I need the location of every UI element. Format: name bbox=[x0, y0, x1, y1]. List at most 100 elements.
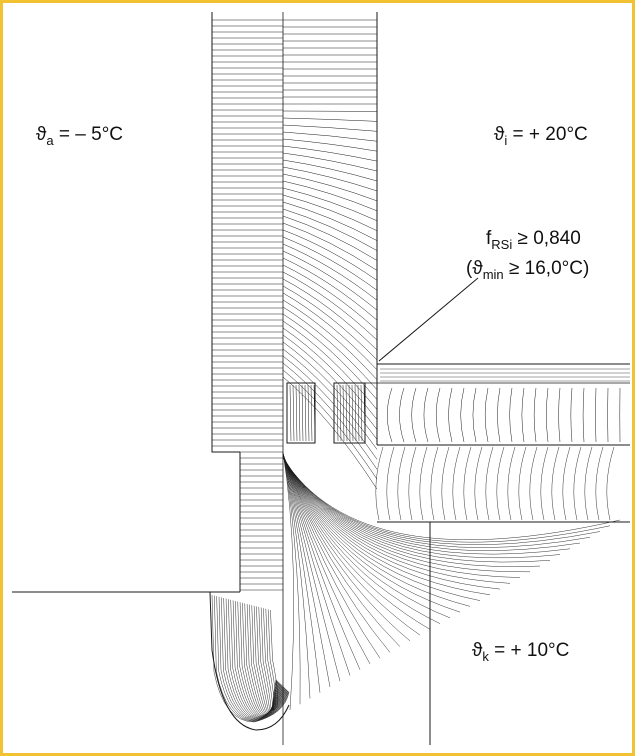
insulation-hatch-right bbox=[354, 384, 357, 442]
slab-under-isotherm bbox=[441, 446, 450, 521]
upper-wall-isotherm bbox=[282, 327, 378, 420]
slab-under-isotherm bbox=[452, 446, 461, 521]
heat-flow-line bbox=[282, 453, 401, 647]
upper-wall-isotherm bbox=[282, 117, 378, 122]
slab-isotherm bbox=[386, 387, 393, 443]
lower-wall-outline bbox=[12, 452, 431, 745]
heat-flow-line bbox=[282, 455, 501, 590]
foundation-isotherm bbox=[258, 606, 279, 713]
upper-wall-isotherm bbox=[282, 201, 378, 241]
slab-outline bbox=[376, 363, 630, 523]
insulation-hatch-right bbox=[339, 384, 342, 442]
slab-under-isotherm bbox=[507, 446, 516, 521]
upper-wall-isotherm bbox=[282, 208, 378, 251]
upper-wall-isotherm bbox=[282, 292, 378, 371]
slab-isotherm bbox=[399, 387, 405, 443]
outside-temp-label: ϑa = – 5°C bbox=[36, 124, 123, 148]
slab-isotherm bbox=[570, 387, 573, 443]
frsi-value-label: fRSi ≥ 0,840 bbox=[486, 228, 581, 252]
insulation-hatch-left bbox=[295, 384, 298, 442]
ceiling-slab-isotherms bbox=[289, 368, 630, 443]
upper-wall-isotherm bbox=[282, 306, 378, 390]
slab-under-isotherm bbox=[529, 446, 538, 521]
slab-isotherm bbox=[509, 387, 513, 443]
upper-wall-isotherm bbox=[282, 222, 378, 271]
foundation-isotherm bbox=[239, 602, 283, 717]
heat-flow-line bbox=[282, 454, 451, 619]
insulation-box-left bbox=[286, 382, 316, 444]
slab-under-isotherm bbox=[375, 446, 384, 521]
heat-flow-line bbox=[282, 455, 471, 607]
insulation-hatch-left bbox=[307, 384, 310, 442]
slab-isotherm bbox=[472, 387, 477, 443]
heat-flow-line bbox=[282, 451, 294, 711]
heat-flow-line bbox=[282, 455, 481, 601]
min-temp-label: (ϑmin ≥ 16,0°C) bbox=[466, 258, 589, 282]
insulation-hatch-right bbox=[342, 384, 345, 442]
upper-wall-isotherm bbox=[282, 173, 378, 202]
heat-flow-line bbox=[282, 453, 361, 670]
insulation-hatch-right bbox=[348, 384, 351, 442]
insulation-hatch-left bbox=[310, 384, 313, 442]
heat-flow-line bbox=[282, 453, 391, 653]
lower-wall-isotherms bbox=[240, 451, 283, 591]
foundation-isotherm bbox=[251, 605, 281, 714]
slab-under-isotherm bbox=[397, 446, 406, 521]
heat-flow-line bbox=[282, 454, 421, 636]
insulation-box-right bbox=[333, 382, 366, 444]
foundation-isotherm bbox=[216, 596, 289, 722]
slab-under-isotherm bbox=[573, 446, 582, 521]
upper-wall-outline bbox=[211, 12, 378, 453]
slab-isotherm bbox=[448, 387, 453, 443]
upper-wall-isotherm bbox=[282, 257, 378, 321]
upper-wall-isotherm bbox=[282, 285, 378, 361]
foundation-isotherm bbox=[256, 606, 280, 713]
slab-under-isotherm bbox=[496, 446, 505, 521]
heat-flow-line bbox=[282, 456, 521, 578]
insulation-hatch-left bbox=[289, 384, 292, 442]
upper-wall-isotherm bbox=[282, 229, 378, 281]
slab-under-isotherm bbox=[474, 446, 483, 521]
slab-under-isotherm bbox=[518, 446, 527, 521]
foundation-isotherm bbox=[237, 601, 284, 717]
upper-wall-isotherm bbox=[282, 187, 378, 221]
foundation-isotherm bbox=[242, 602, 283, 716]
foundation-isotherm bbox=[223, 597, 287, 720]
foundation-isotherm bbox=[267, 609, 277, 711]
foundation-isotherm bbox=[270, 609, 278, 710]
slab-under-isotherm bbox=[408, 446, 417, 521]
heat-flow-line bbox=[282, 454, 441, 624]
heat-flow-line bbox=[282, 455, 491, 596]
slab-under-isotherm bbox=[540, 446, 549, 521]
foundation-isotherm bbox=[230, 599, 286, 719]
foundation-isotherm bbox=[263, 608, 278, 712]
upper-wall-isotherm bbox=[282, 313, 378, 400]
heat-flow-line bbox=[282, 454, 411, 642]
upper-wall-isotherms bbox=[212, 19, 378, 490]
slab-under-isotherm bbox=[419, 446, 428, 521]
heat-flow-line bbox=[282, 452, 321, 693]
heat-flow-fan-lines bbox=[282, 446, 621, 711]
slab-under-isotherm bbox=[606, 446, 615, 521]
heat-flow-line bbox=[282, 452, 331, 688]
heat-flow-line bbox=[282, 452, 311, 699]
slab-isotherm bbox=[497, 387, 501, 443]
upper-wall-isotherm bbox=[282, 124, 378, 132]
foundation-isotherm bbox=[235, 600, 285, 718]
heat-flow-line bbox=[282, 454, 431, 630]
slab-isotherm bbox=[484, 387, 489, 443]
upper-wall-isotherm bbox=[282, 369, 378, 480]
inside-temp-label: ϑi = + 20°C bbox=[494, 124, 588, 148]
upper-wall-isotherm bbox=[282, 131, 378, 142]
heat-flow-line bbox=[282, 453, 381, 659]
foundation-isotherm bbox=[228, 599, 286, 719]
insulation-hatch-right bbox=[351, 384, 354, 442]
upper-wall-isotherm bbox=[282, 376, 378, 490]
insulation-hatch-right bbox=[336, 384, 339, 442]
upper-wall-isotherm bbox=[282, 145, 378, 162]
slab-isotherm bbox=[423, 387, 429, 443]
slab-isotherm bbox=[435, 387, 441, 443]
insulation-hatch-left bbox=[301, 384, 304, 442]
upper-wall-isotherm bbox=[282, 138, 378, 152]
